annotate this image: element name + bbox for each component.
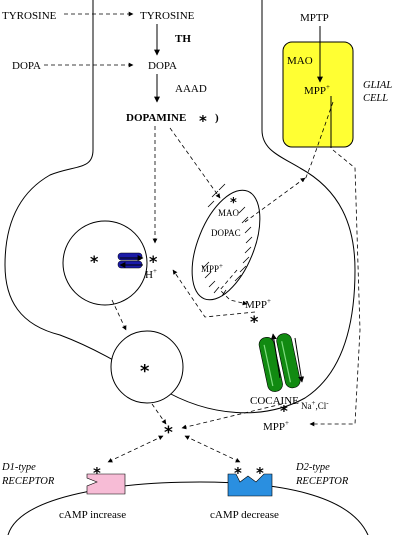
tyrosine-label-left: TYROSINE (2, 10, 57, 22)
dopamine-asterisk-vesicle: * (90, 252, 99, 271)
presynaptic-neuron-membrane (4, 0, 356, 414)
th-enzyme-label: TH (175, 33, 191, 45)
dopamine-asterisk-cytosol: * (149, 252, 158, 271)
dopamine-asterisk-d2-right: * (256, 464, 264, 482)
glial-mao-label: MAO (287, 55, 313, 67)
d2-receptor-label-line1: D2-type (295, 462, 330, 473)
dopamine-asterisk-d2-left: * (234, 464, 242, 482)
glial-cell-label-line2: CELL (363, 93, 388, 104)
dopa-label-left: DOPA (12, 60, 41, 72)
pathway-arrows (44, 11, 361, 463)
dopamine-asterisk-transporter: * (250, 312, 259, 331)
h-plus-label: H+ (145, 267, 157, 281)
glial-mpp-label: MPP+ (304, 83, 330, 97)
outside-mpp-label: MPP+ (263, 419, 289, 433)
d2-receptor (227, 473, 273, 497)
camp-increase-label: cAMP increase (59, 509, 126, 521)
dopamine-transporter (258, 333, 301, 392)
dopamine-paren: ) (215, 112, 219, 124)
dopamine-asterisk-dopamine-label: * (199, 112, 207, 130)
mptp-label: MPTP (300, 12, 329, 24)
glial-cell (282, 41, 354, 148)
mito-mpp-label: MPP+ (201, 262, 223, 274)
d1-receptor (86, 473, 126, 495)
mito-mao-label: MAO (218, 208, 240, 218)
camp-decrease-label: cAMP decrease (210, 509, 279, 521)
dopamine-asterisk-lower-vesicle: * (140, 361, 150, 382)
dopac-label: DOPAC (211, 228, 241, 238)
synaptic-vesicle-upper (62, 220, 148, 306)
dopamine-asterisk-cleft: * (164, 423, 173, 443)
tyrosine-label-right: TYROSINE (140, 10, 195, 22)
dopamine-asterisk-cocaine: * (280, 402, 288, 420)
enzyme-arrows (119, 24, 332, 383)
aaad-enzyme-label: AAAD (175, 83, 207, 95)
transporter-mpp-label: MPP+ (245, 297, 271, 311)
cocaine-label: COCAINE (250, 395, 299, 407)
synaptic-vesicle-lower (110, 330, 184, 404)
postsynaptic-membrane (7, 481, 369, 535)
d1-receptor-label-line1: D1-type (1, 462, 36, 473)
glial-cell-label-line1: GLIAL (363, 80, 392, 91)
d1-receptor-label-line2: RECEPTOR (1, 476, 55, 487)
dopa-label-right: DOPA (148, 60, 177, 72)
dopamine-asterisk-d1: * (93, 464, 101, 482)
d2-receptor-label-line2: RECEPTOR (295, 476, 349, 487)
dopamine-asterisk-mito: * (230, 196, 237, 211)
na-cl-label: Na+,Cl- (301, 399, 329, 411)
dopamine-label: DOPAMINE (126, 112, 186, 124)
mitochondrion (191, 183, 261, 301)
